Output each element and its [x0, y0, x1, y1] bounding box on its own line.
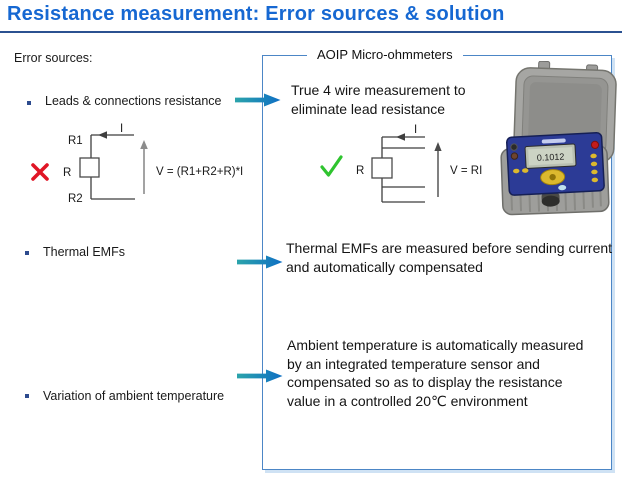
red-cross-icon — [31, 163, 49, 181]
voltage-arrow-icon — [434, 142, 442, 197]
wire — [90, 134, 135, 200]
r1-label: R1 — [68, 135, 83, 147]
current-arrow-icon — [396, 133, 405, 141]
solution-text-ambient-temperature: Ambient temperature is automatically mea… — [287, 337, 584, 409]
current-label: I — [120, 123, 123, 135]
bullet-icon — [27, 101, 31, 105]
device-button — [522, 168, 529, 173]
flow-arrow-icon — [237, 369, 283, 383]
green-check-icon — [320, 155, 343, 177]
solution-box-legend: AOIP Micro-ohmmeters — [307, 47, 463, 62]
bullet-icon — [25, 394, 29, 398]
equation-label: V = RI — [450, 165, 482, 177]
lcd-value: 0.1012 — [537, 152, 565, 163]
title-divider — [0, 31, 622, 33]
solution-text-thermal-emfs: Thermal EMFs are measured before sending… — [286, 240, 613, 275]
device-button — [591, 177, 599, 183]
device-button — [590, 161, 598, 167]
current-label: I — [414, 124, 417, 136]
resistor-symbol — [79, 157, 100, 178]
r-label: R — [63, 167, 71, 179]
device-connector — [510, 143, 518, 151]
flow-arrow-icon — [237, 255, 283, 269]
two-wire-diagram: R1 R R2 I V = (R1+R2+R)*I — [31, 123, 243, 205]
device-badge — [558, 185, 567, 191]
error-item-leads: Leads & connections resistance — [45, 94, 222, 108]
error-item-ambient-temperature: Variation of ambient temperature — [43, 389, 225, 403]
device-connector — [510, 152, 519, 160]
error-sources-label: Error sources: — [14, 51, 93, 65]
error-item-thermal-emfs: Thermal EMFs — [43, 245, 125, 259]
four-wire-diagram: R I V = RI — [320, 124, 482, 203]
device-button — [590, 153, 597, 159]
device-button — [513, 168, 520, 174]
device-red-button — [590, 140, 600, 149]
voltage-arrow-icon — [140, 140, 148, 194]
device-photo: 0.1012 — [500, 61, 617, 216]
flow-arrow-icon — [235, 93, 281, 107]
page-title: Resistance measurement: Error sources & … — [7, 3, 505, 25]
solution-text-four-wire: True 4 wire measurement to eliminate lea… — [291, 82, 466, 117]
current-arrow-icon — [98, 131, 107, 139]
r-label: R — [356, 165, 364, 177]
equation-label: V = (R1+R2+R)*I — [156, 166, 243, 178]
device-button — [591, 169, 598, 175]
device-panel: 0.1012 — [505, 132, 605, 196]
resistor-symbol — [371, 157, 393, 179]
device-logo — [541, 138, 566, 144]
bullet-icon — [25, 251, 29, 255]
r2-label: R2 — [68, 193, 83, 205]
